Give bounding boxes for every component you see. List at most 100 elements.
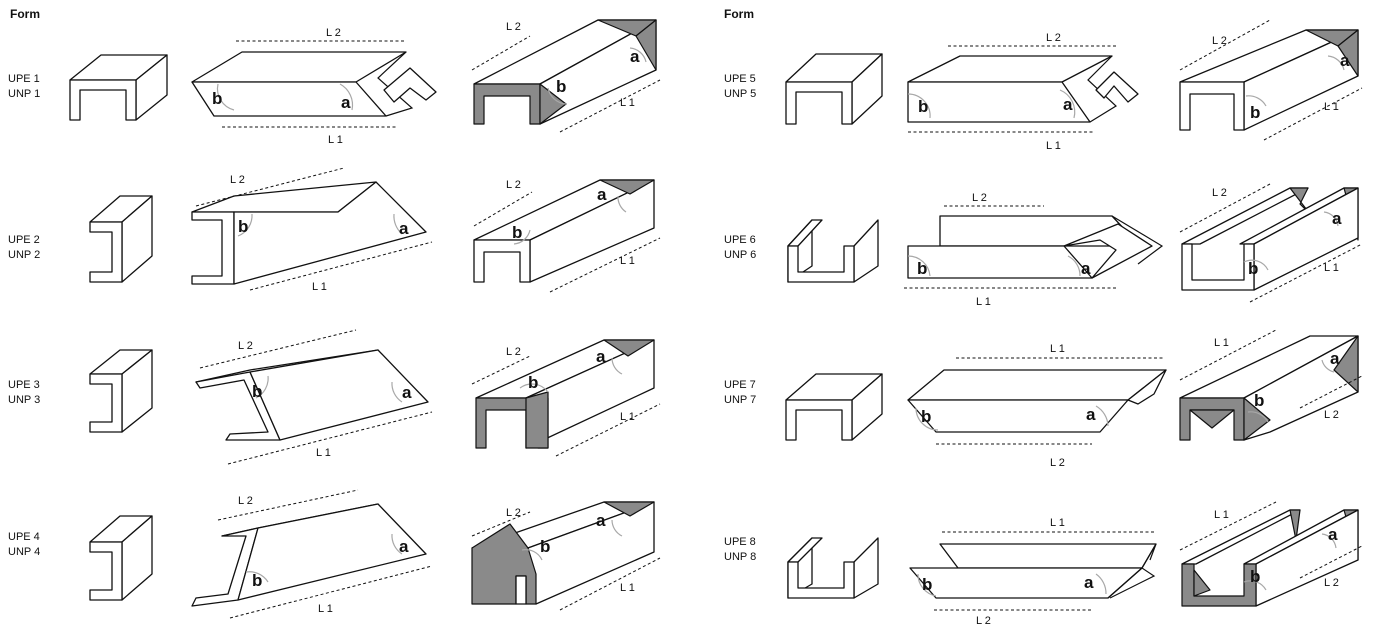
dimension-label-bottom: L 1 (1046, 140, 1061, 152)
dimension-label-bottom: L 1 (328, 134, 343, 146)
dimension-label-bottom: L 1 (620, 411, 635, 423)
dimension-line-top (1179, 19, 1271, 71)
form-row-5: UPE 5 UNP 5 b a L 2 L 1 (724, 19, 1363, 152)
profile-label-upe: UPE 6 (724, 234, 756, 246)
angle-a-label: a (1330, 349, 1340, 368)
dimension-line-top (195, 167, 345, 207)
angle-a-label: a (596, 347, 606, 366)
cut-view (907, 55, 1139, 123)
profile-label-unp: UNP 4 (8, 546, 40, 558)
profile-label-unp: UNP 2 (8, 249, 40, 261)
profile-label-upe: UPE 7 (724, 379, 756, 391)
dimension-label-top: L 2 (326, 27, 341, 39)
dimension-label-bottom: L 1 (1324, 101, 1339, 113)
profile-icon (89, 349, 153, 433)
dimension-label-bottom: L 1 (620, 255, 635, 267)
angle-a-label: a (341, 93, 351, 112)
angle-b-label: b (212, 89, 222, 108)
angle-a-label: a (1081, 259, 1091, 278)
angle-b-label: b (540, 537, 550, 556)
dimension-label-bottom: L 1 (316, 447, 331, 459)
profile-icon (89, 195, 153, 283)
angle-b-label: b (528, 373, 538, 392)
angle-a-label: a (597, 185, 607, 204)
dimension-line-top (199, 329, 357, 369)
profile-icon (787, 219, 879, 283)
dimension-line-bottom (1249, 243, 1363, 303)
dimension-label-top: L 1 (1050, 517, 1065, 529)
dimension-label-top: L 2 (972, 192, 987, 204)
angle-b-label: b (1248, 259, 1258, 278)
profile-label-unp: UNP 7 (724, 394, 756, 406)
dimension-line-bottom (1299, 375, 1363, 409)
iso-view (1179, 29, 1359, 131)
dimension-line-top (1179, 501, 1277, 551)
form-row-6: UPE 6 UNP 6 b a L 2 L 1 (724, 183, 1363, 308)
form-row-3: UPE 3 UNP 3 b a L 2 L 1 b a (8, 329, 661, 465)
angle-a-label: a (1328, 525, 1338, 544)
profile-label-unp: UNP 5 (724, 88, 756, 100)
dimension-label-bottom: L 1 (620, 582, 635, 594)
angle-b-label: b (512, 223, 522, 242)
profile-label-unp: UNP 3 (8, 394, 40, 406)
cut-view (191, 51, 437, 117)
cut-view (191, 181, 427, 285)
form-header-right: Form (724, 7, 754, 21)
dimension-label-bottom: L 1 (312, 281, 327, 293)
dimension-label-bottom: L 1 (318, 603, 333, 615)
angle-b-label: b (921, 407, 931, 426)
angle-b-label: b (252, 382, 262, 401)
form-row-8: UPE 8 UNP 8 b a L 1 L 2 (724, 501, 1363, 627)
dimension-label-top: L 2 (230, 174, 245, 186)
angle-a-label: a (399, 219, 409, 238)
angle-b-label: b (922, 575, 932, 594)
form-row-4: UPE 4 UNP 4 b a L 2 L 1 b a (8, 489, 661, 619)
dimension-line-bottom (1263, 87, 1363, 141)
dimension-label-bottom: L 2 (1050, 457, 1065, 469)
angle-b-label: b (252, 571, 262, 590)
angle-a-label: a (1332, 209, 1342, 228)
form-row-1: UPE 1 UNP 1 b a L 2 L 1 (8, 19, 661, 146)
dimension-line-bottom (549, 237, 661, 293)
angle-b-label: b (1250, 103, 1260, 122)
dimension-label-top: L 2 (1212, 187, 1227, 199)
cut-view (907, 369, 1167, 433)
profile-label-upe: UPE 2 (8, 234, 40, 246)
iso-view (473, 179, 655, 283)
cut-view (909, 543, 1157, 599)
profile-label-unp: UNP 1 (8, 88, 40, 100)
profile-label-upe: UPE 4 (8, 531, 40, 543)
profile-icon (785, 53, 883, 125)
cut-view (191, 503, 427, 607)
dimension-line-top (471, 35, 531, 71)
dimension-label-top: L 2 (238, 495, 253, 507)
profile-icon (69, 54, 168, 121)
profile-label-upe: UPE 5 (724, 73, 756, 85)
iso-view (1181, 509, 1359, 607)
dimension-label-top: L 2 (238, 340, 253, 352)
iso-view (475, 339, 655, 449)
iso-view (1179, 335, 1359, 441)
dimension-line-top (1179, 183, 1271, 233)
angle-b-label: b (917, 259, 927, 278)
dimension-line-bottom (555, 403, 661, 457)
angle-a-label: a (1084, 573, 1094, 592)
dimension-line-top (1179, 329, 1277, 381)
angle-a-label: a (1086, 405, 1096, 424)
angle-a-label: a (1340, 51, 1350, 70)
cut-view (195, 349, 429, 441)
iso-view (473, 19, 657, 125)
dimension-label-bottom: L 2 (1324, 577, 1339, 589)
profile-icon (785, 373, 883, 441)
angle-a-label: a (596, 511, 606, 530)
form-row-2: UPE 2 UNP 2 b a L 2 L 1 b a (8, 167, 661, 293)
form-row-7: UPE 7 UNP 7 b a L 1 L 2 (724, 329, 1363, 469)
profile-label-upe: UPE 3 (8, 379, 40, 391)
profile-icon (787, 537, 879, 599)
angle-a-label: a (1063, 95, 1073, 114)
profile-label-upe: UPE 1 (8, 73, 40, 85)
dimension-line-bottom (227, 411, 433, 465)
angle-a-label: a (630, 47, 640, 66)
dimension-label-top: L 2 (1212, 35, 1227, 47)
dimension-line-bottom (559, 79, 661, 133)
